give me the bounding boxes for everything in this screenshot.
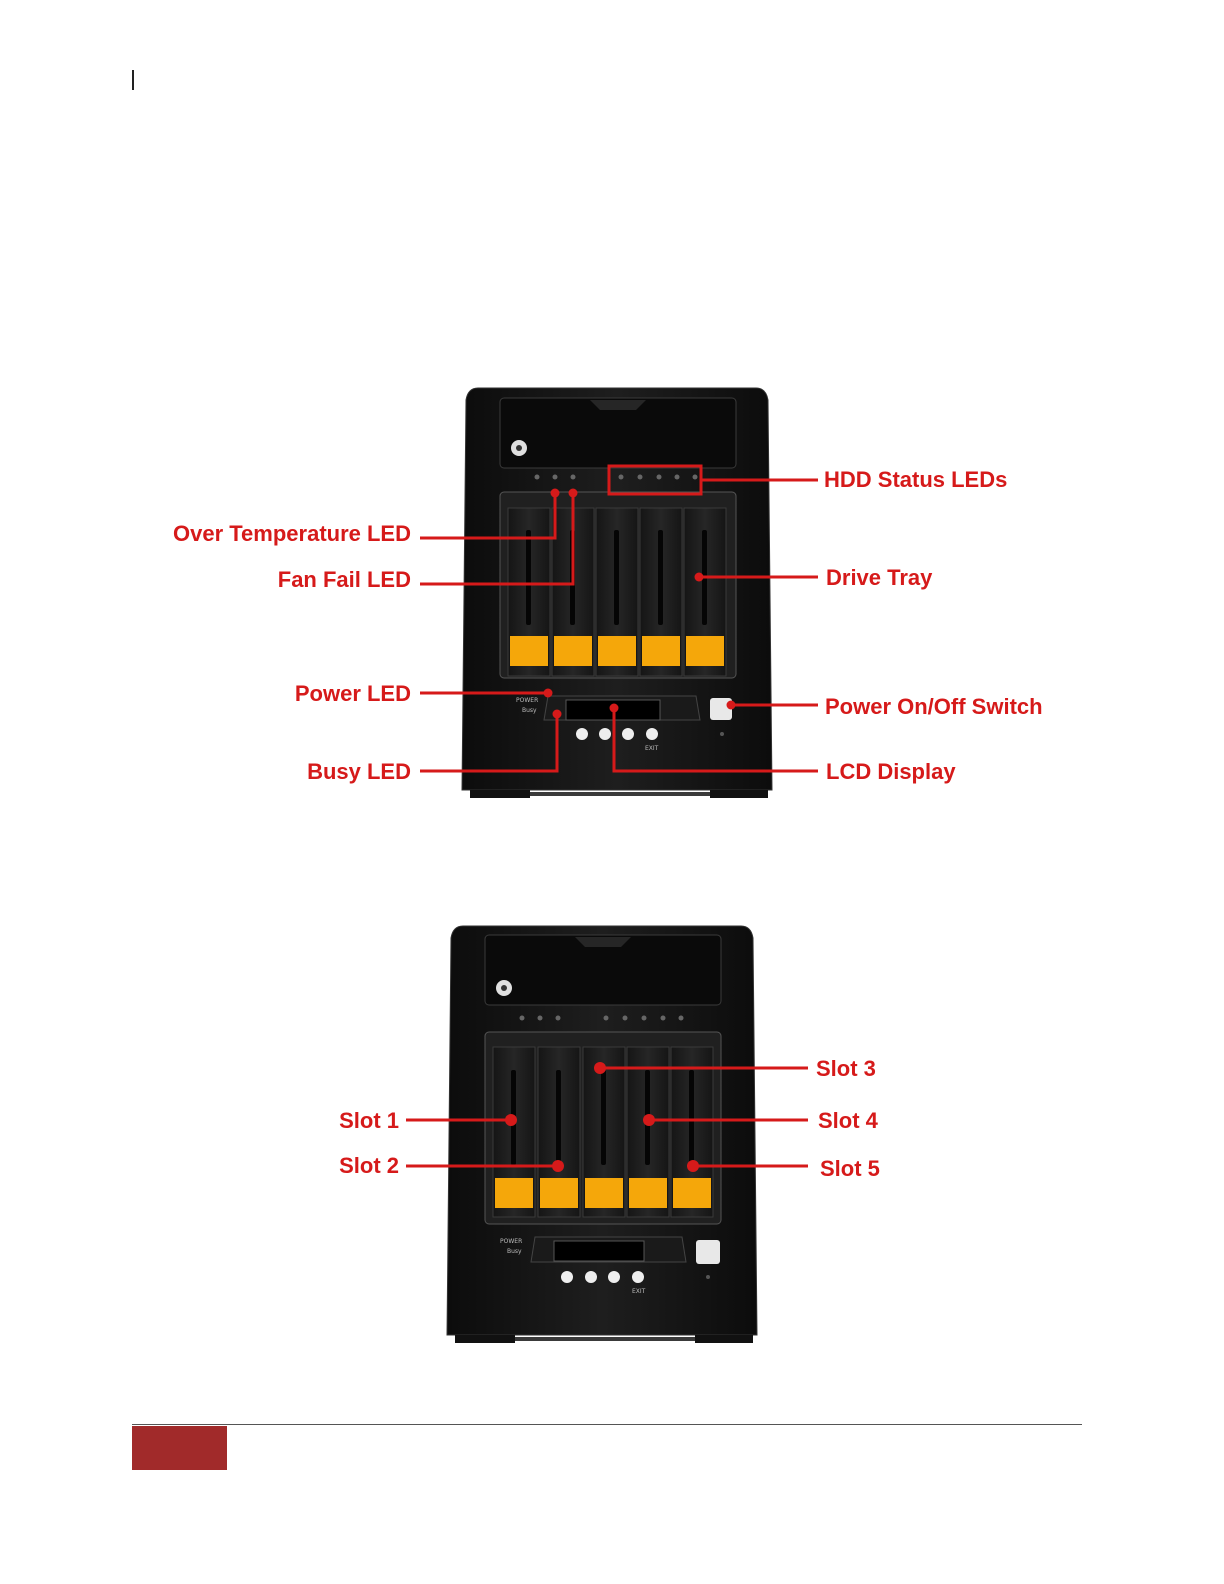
enter-button-2[interactable] [608, 1271, 620, 1283]
lcd-screen-2 [554, 1241, 644, 1261]
power-led-legend: POWER [516, 697, 538, 704]
hdd-status-leds-label: HDD Status LEDs [824, 467, 1007, 492]
exit-legend: EXIT [645, 745, 659, 752]
power-switch-button-2[interactable] [696, 1240, 720, 1264]
over-temperature-led-label: Over Temperature LED [173, 521, 411, 546]
slot-2-label: Slot 2 [339, 1153, 399, 1178]
exit-button[interactable] [646, 728, 658, 740]
footer-rule [132, 1424, 1082, 1425]
exit-legend-2: EXIT [632, 1288, 646, 1295]
drive-bays [508, 508, 726, 676]
nas-enclosure-slot-view: POWER Busy EXIT [447, 926, 757, 1343]
slot-4-label: Slot 4 [818, 1108, 879, 1133]
fan-fail-led-label: Fan Fail LED [278, 567, 411, 592]
up-button[interactable] [599, 728, 611, 740]
power-led-legend-2: POWER [500, 1238, 522, 1245]
down-button-2[interactable] [561, 1271, 573, 1283]
down-button[interactable] [576, 728, 588, 740]
busy-led-legend: Busy [522, 707, 537, 714]
busy-led-legend-2: Busy [507, 1248, 522, 1255]
footer-page-block [132, 1426, 227, 1470]
slot-3-label: Slot 3 [816, 1056, 876, 1081]
exit-button-2[interactable] [632, 1271, 644, 1283]
power-led-label: Power LED [295, 681, 411, 706]
slot-5-label: Slot 5 [820, 1156, 880, 1181]
enter-button[interactable] [622, 728, 634, 740]
slot-1-label: Slot 1 [339, 1108, 399, 1133]
busy-led-label: Busy LED [307, 759, 411, 784]
power-switch-label: Power On/Off Switch [825, 694, 1043, 719]
drive-tray-label: Drive Tray [826, 565, 933, 590]
lcd-display-label: LCD Display [826, 759, 956, 784]
up-button-2[interactable] [585, 1271, 597, 1283]
nas-enclosure-front-view: POWER Busy EXIT [462, 388, 772, 798]
